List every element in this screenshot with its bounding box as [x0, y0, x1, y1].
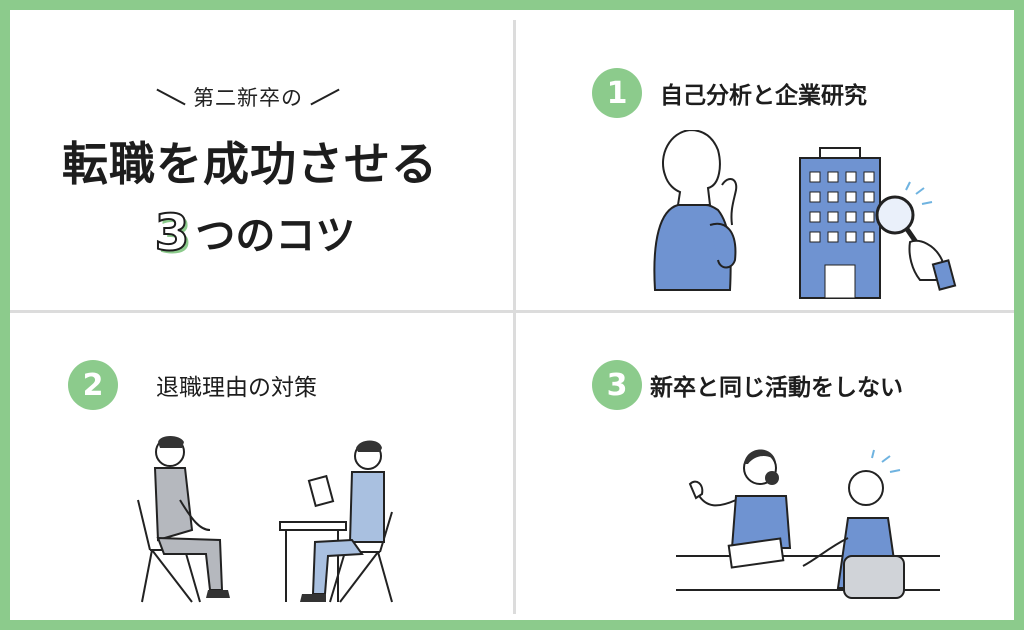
slash-left-icon: [156, 88, 186, 106]
slash-right-icon: [310, 88, 340, 106]
tip-2-heading: 退職理由の対策: [156, 375, 317, 401]
subtitle-text: 第二新卒の: [193, 86, 303, 110]
subtitle: 第二新卒の: [138, 82, 358, 112]
tip-1-heading: 自己分析と企業研究: [660, 83, 867, 109]
main-title-line2: 3 つのコツ: [130, 204, 380, 262]
woman-thinking-and-building-magnifier-icon: [653, 130, 957, 299]
title-number: 3: [154, 204, 191, 262]
title-line2-text: つのコツ: [195, 213, 356, 259]
job-interview-icon: [137, 436, 393, 603]
tip-3-heading: 新卒と同じ活動をしない: [650, 375, 903, 401]
main-title: 転職を成功させる: [62, 137, 438, 191]
tip-3-badge: 3: [592, 360, 642, 410]
tip-2-badge: 2: [68, 360, 118, 410]
tip-1-badge: 1: [592, 68, 642, 118]
vertical-divider: [513, 20, 516, 614]
horizontal-divider: [10, 310, 1014, 313]
consultation-icon: [676, 449, 940, 599]
